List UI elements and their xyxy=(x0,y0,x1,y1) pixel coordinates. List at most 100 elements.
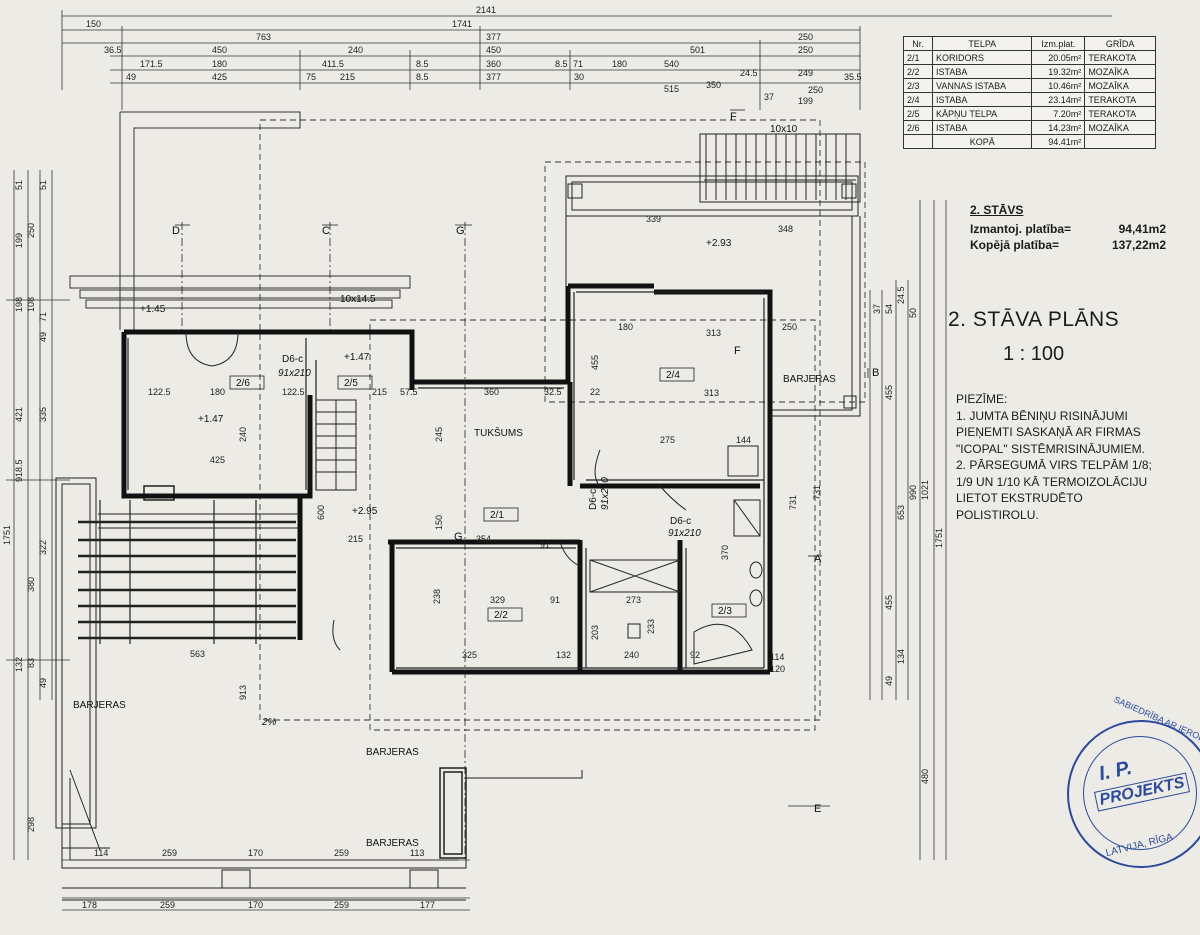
dim-right-14: 480 xyxy=(920,769,930,784)
dim-top-row2-b: 1741 xyxy=(452,19,472,29)
dim-bottom-9: 259 xyxy=(334,900,349,910)
dim-left-3: 199 xyxy=(14,233,24,248)
dim-top-row5-l: 35.5 xyxy=(844,72,862,82)
room-2-1-level: +2.95 xyxy=(352,506,378,517)
staircase xyxy=(315,399,357,491)
room-2-5-level: +1.47 xyxy=(344,352,370,363)
dim-in-31: 250 xyxy=(782,322,797,332)
schedule-nr: 2/6 xyxy=(903,120,933,135)
stamp-inner-ring xyxy=(1083,736,1197,850)
room-2-4-id: 2/4 xyxy=(666,370,680,381)
notes-heading: PIEZĪME: xyxy=(956,392,1008,406)
dim-in-19: 91 xyxy=(550,595,560,605)
schedule-header-floor: GRĪDA xyxy=(1084,36,1156,51)
label-barrier-4: BARJERAS xyxy=(783,374,836,385)
dim-top-row5-d: 8.5 xyxy=(416,59,429,69)
axis-f-top: F xyxy=(730,111,737,123)
schedule-area: 7.20m² xyxy=(1031,106,1086,121)
dim-right-13: 49 xyxy=(884,676,894,686)
dim-in-18: 329 xyxy=(490,595,505,605)
plan-title: 2. STĀVA PLĀNS xyxy=(948,308,1120,331)
dim-in-27: 339 xyxy=(646,214,661,224)
dim-in-41: 120 xyxy=(770,664,785,674)
schedule-floor: TERAKOTA xyxy=(1084,106,1156,121)
dim-left-11: 918.5 xyxy=(14,459,24,482)
label-void: TUKŠUMS xyxy=(474,426,523,439)
label-door-3-size: 91x210 xyxy=(600,477,611,510)
top-dimension-texts: 2141 150 1741 763 377 250 36.5 450 240 4… xyxy=(86,5,862,106)
dim-top-row4-d: 450 xyxy=(486,45,501,55)
room-2-5-id: 2/5 xyxy=(344,378,358,389)
dim-in-5: 57.5 xyxy=(400,387,418,397)
schedule-floor: MOZAĪKA xyxy=(1084,64,1156,79)
floor-area-summary: 2. STĀVS Izmantoj. platība= 94,41m2 Kopē… xyxy=(970,203,1166,253)
dim-bottom-5: 113 xyxy=(410,848,424,858)
inner-dimension-texts: 122.5 180 122.5 215 57.5 360 32.5 22 313… xyxy=(148,214,798,700)
top-dimension-lines xyxy=(61,10,1112,110)
dim-top-row4-e: 501 xyxy=(690,45,705,55)
dim-bottom-1: 114 xyxy=(94,848,108,858)
balcony-top-right xyxy=(565,133,861,217)
table-row: 2/5 KĀPŅU TELPA 7.20m² TERAKOTA xyxy=(903,106,1156,121)
left-dimension-texts: 51 51 199 250 198 108 71 49 421 335 918.… xyxy=(2,180,48,832)
dim-top-row6-f: 377 xyxy=(486,72,501,82)
dim-in-40: 114 xyxy=(770,652,784,662)
dim-in-39: 731 xyxy=(788,495,798,510)
dim-total: 2141 xyxy=(476,5,496,15)
outline-dashed xyxy=(259,119,866,731)
room-2-2-id: 2/2 xyxy=(494,610,508,621)
label-barrier-2: BARJERAS xyxy=(366,747,419,758)
door-swings xyxy=(185,331,687,651)
dim-top-row4-b: 450 xyxy=(212,45,227,55)
schedule-area: 20.05m² xyxy=(1031,50,1086,65)
schedule-nr: 2/1 xyxy=(903,50,933,65)
dim-top-row6-g: 30 xyxy=(574,72,584,82)
balcony-grating xyxy=(705,134,847,200)
dim-left-13: 322 xyxy=(38,540,48,555)
dim-bottom-10: 177 xyxy=(420,900,435,910)
schedule-total-floor-blank xyxy=(1084,134,1156,149)
used-area-row: Izmantoj. platība= 94,41m2 xyxy=(970,221,1166,237)
plan-scale: 1 : 100 xyxy=(1003,343,1065,365)
dim-in-20: 273 xyxy=(626,595,641,605)
room-2-1-id: 2/1 xyxy=(490,510,504,521)
schedule-area: 19.32m² xyxy=(1031,64,1086,79)
dim-in-29: 313 xyxy=(706,328,721,338)
dim-in-38: 455 xyxy=(590,355,600,370)
left-dimension-lines xyxy=(6,170,70,860)
dim-in-12: 144 xyxy=(736,435,751,445)
dim-left-6: 108 xyxy=(26,297,36,312)
dim-right-6: 731 xyxy=(812,485,822,500)
dim-in-11: 275 xyxy=(660,435,675,445)
table-row: 2/6 ISTABA 14.23m² MOZAĪKA xyxy=(903,120,1156,135)
dim-left-1: 51 xyxy=(14,180,24,190)
dim-in-23: 240 xyxy=(624,650,639,660)
dim-top-row6-e: 8.5 xyxy=(416,72,429,82)
dim-in-14: 245 xyxy=(434,427,444,442)
table-row: 2/2 ISTABA 19.32m² MOZAĪKA xyxy=(903,64,1156,79)
dim-in-8: 22 xyxy=(590,387,600,397)
dim-bottom-3: 170 xyxy=(248,848,263,858)
dim-in-30: 180 xyxy=(618,322,633,332)
dim-top-row4-c: 240 xyxy=(348,45,363,55)
schedule-header-room: TELPA xyxy=(931,36,1033,51)
dim-right-1: 37 xyxy=(872,304,882,314)
dim-right-11: 455 xyxy=(884,595,894,610)
total-area-row: Kopējā platība= 137,22m2 xyxy=(970,237,1166,253)
schedule-room: ISTABA xyxy=(931,64,1033,79)
total-area-value: 137,22m2 xyxy=(1111,238,1166,252)
schedule-room: VANNAS ISTABA xyxy=(931,78,1033,93)
bottom-dimension-lines xyxy=(62,859,470,911)
dim-in-7: 32.5 xyxy=(544,387,562,397)
dim-top-row2-a: 150 xyxy=(86,19,101,29)
room-2-4-level: +2.93 xyxy=(706,238,732,249)
dim-top-row6-i: 350 xyxy=(706,80,721,90)
axis-a: A xyxy=(814,553,822,565)
dim-bottom-6: 178 xyxy=(82,900,97,910)
schedule-header-area: Izm.plat. xyxy=(1031,36,1086,51)
axis-b: B xyxy=(872,367,879,379)
dim-left-5: 198 xyxy=(14,297,24,312)
dim-right-9: 1751 xyxy=(934,528,944,548)
dim-bottom-4: 259 xyxy=(334,848,349,858)
